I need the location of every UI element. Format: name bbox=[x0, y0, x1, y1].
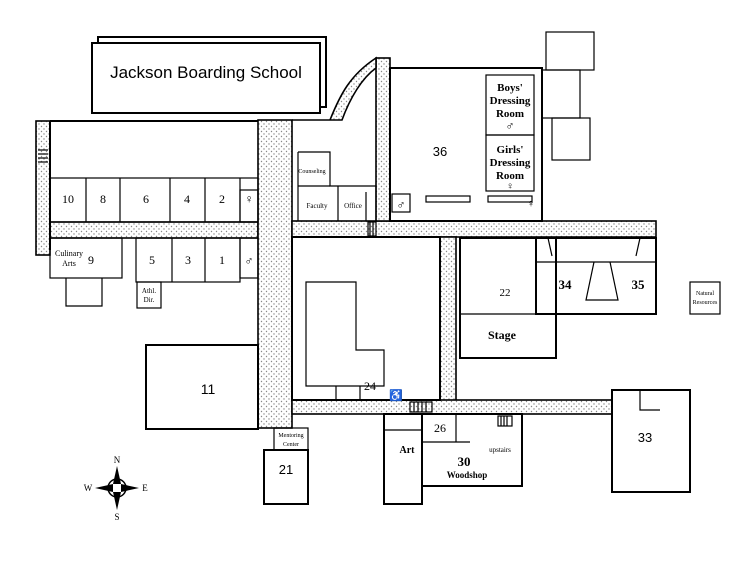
room-9: 9 bbox=[88, 253, 94, 267]
room-5: 5 bbox=[149, 253, 155, 267]
room-21: 21 bbox=[279, 462, 293, 477]
room-33: 33 bbox=[638, 430, 652, 445]
stage-label: Stage bbox=[488, 328, 517, 342]
room-26: 26 bbox=[434, 421, 446, 435]
compass-rose-icon bbox=[95, 466, 139, 510]
room-6: 6 bbox=[143, 192, 149, 206]
room-34: 34 bbox=[559, 277, 573, 292]
room-10: 10 bbox=[62, 192, 74, 206]
natural-resources-label-2: Resources bbox=[693, 300, 718, 306]
counseling-label: Counseling bbox=[298, 169, 325, 175]
school-title: Jackson Boarding School bbox=[110, 63, 302, 82]
woodshop-label: Woodshop bbox=[447, 470, 488, 480]
compass-east: E bbox=[142, 483, 148, 493]
stairs-icon bbox=[38, 149, 48, 163]
room-24: 24 bbox=[364, 379, 376, 393]
room-11: 11 bbox=[201, 381, 216, 397]
athletic-director-label-2: Dir. bbox=[144, 296, 155, 304]
office-label: Office bbox=[344, 202, 362, 210]
room-8: 8 bbox=[100, 192, 106, 206]
upstairs-label: upstairs bbox=[489, 446, 511, 454]
room-24-area bbox=[291, 236, 441, 401]
natural-resources-building bbox=[689, 281, 721, 315]
female-restroom-icon: ♀ bbox=[527, 198, 535, 210]
female-restroom-icon: ♀ bbox=[506, 181, 514, 192]
auditorium-block bbox=[459, 237, 657, 359]
girls-dressing-label-2: Dressing bbox=[490, 157, 531, 169]
room-35: 35 bbox=[632, 277, 646, 292]
faculty-label: Faculty bbox=[307, 202, 328, 210]
boys-dressing-label-1: Boys' bbox=[497, 82, 523, 94]
boys-dressing-label-2: Dressing bbox=[490, 95, 531, 107]
mentoring-center-label-1: Mentoring bbox=[278, 433, 303, 439]
room-36: 36 bbox=[433, 144, 447, 159]
girls-dressing-label-3: Room bbox=[496, 170, 524, 182]
compass-north: N bbox=[114, 455, 121, 465]
room-3: 3 bbox=[185, 253, 191, 267]
title-banner: Jackson Boarding School bbox=[91, 36, 327, 114]
room-2: 2 bbox=[219, 192, 225, 206]
mentoring-center-label-2: Center bbox=[283, 442, 299, 448]
male-restroom-icon: ♂ bbox=[506, 119, 515, 133]
female-restroom-icon: ♀ bbox=[245, 192, 254, 206]
room-11-outline bbox=[145, 344, 259, 430]
hallways bbox=[35, 56, 657, 429]
boys-dressing-label-3: Room bbox=[496, 108, 524, 120]
compass-south: S bbox=[114, 512, 119, 522]
wheelchair-icon: ♿ bbox=[389, 389, 403, 402]
room-1: 1 bbox=[219, 253, 225, 267]
west-wing bbox=[38, 120, 259, 309]
culinary-arts-label-2: Arts bbox=[62, 259, 76, 268]
art-woodshop-building bbox=[383, 413, 523, 505]
room-22: 22 bbox=[500, 287, 511, 299]
art-label: Art bbox=[400, 445, 416, 456]
room-30: 30 bbox=[458, 454, 471, 469]
girls-dressing-label-1: Girls' bbox=[497, 144, 524, 156]
natural-resources-label-1: Natural bbox=[696, 291, 714, 297]
stairs-icon bbox=[409, 401, 433, 413]
male-restroom-icon: ♂ bbox=[245, 254, 254, 268]
room-21-outline bbox=[263, 449, 309, 505]
room-33-partition bbox=[639, 390, 660, 411]
athletic-director-label-1: Athl. bbox=[142, 287, 156, 295]
office-block bbox=[297, 151, 377, 221]
male-restroom-icon: ♂ bbox=[397, 198, 406, 212]
gym-building bbox=[389, 31, 595, 222]
culinary-arts-label-1: Culinary bbox=[55, 249, 83, 258]
compass-west: W bbox=[84, 483, 93, 493]
room-4: 4 bbox=[184, 192, 190, 206]
room-33-outline bbox=[611, 389, 691, 493]
